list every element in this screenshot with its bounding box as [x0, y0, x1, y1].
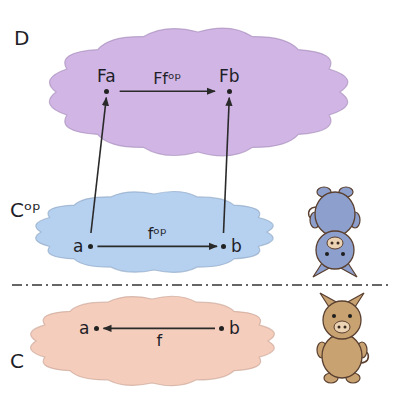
object-name: b	[231, 237, 242, 256]
divider-line	[12, 284, 392, 285]
category-cloud: Cᵒᵖ a b	[8, 180, 283, 275]
morphism-arrow	[97, 246, 217, 248]
pig	[317, 293, 368, 383]
morphism-arrow	[120, 90, 215, 92]
morphism-label: Ffᵒᵖ	[153, 70, 181, 88]
morphism-label: f	[156, 332, 162, 350]
cloud-outline	[36, 191, 274, 272]
object-name: a	[79, 319, 89, 338]
object-point: b	[218, 318, 241, 339]
object-dot	[94, 326, 99, 331]
object-point: a	[78, 318, 100, 339]
morphism-arrow	[91, 98, 106, 233]
object-point: Fb	[218, 66, 241, 95]
object-dot	[221, 244, 226, 249]
category-name: D	[14, 26, 29, 50]
category-name: Cᵒᵖ	[10, 198, 41, 222]
object-dot	[219, 326, 224, 331]
cloud-outline	[49, 28, 347, 156]
object-dot	[88, 244, 93, 249]
object-dot	[227, 89, 232, 94]
category-cloud: Ca b	[8, 293, 283, 391]
object-point: a	[72, 236, 94, 257]
object-point: Fa	[96, 66, 117, 95]
object-dot	[104, 89, 109, 94]
category-name: C	[10, 349, 24, 373]
cloud-shape	[8, 180, 283, 275]
object-name: Fa	[97, 67, 116, 86]
object-point: b	[220, 236, 243, 257]
morphism-label: fᵒᵖ	[148, 225, 167, 243]
cloud-shape	[8, 293, 283, 391]
morphism-arrow	[103, 328, 215, 330]
morphism-arrow	[224, 98, 230, 233]
upside-down-pig	[309, 187, 360, 277]
object-name: b	[229, 319, 240, 338]
object-name: Fb	[219, 67, 240, 86]
cloud-outline	[31, 296, 275, 385]
object-name: a	[73, 237, 83, 256]
